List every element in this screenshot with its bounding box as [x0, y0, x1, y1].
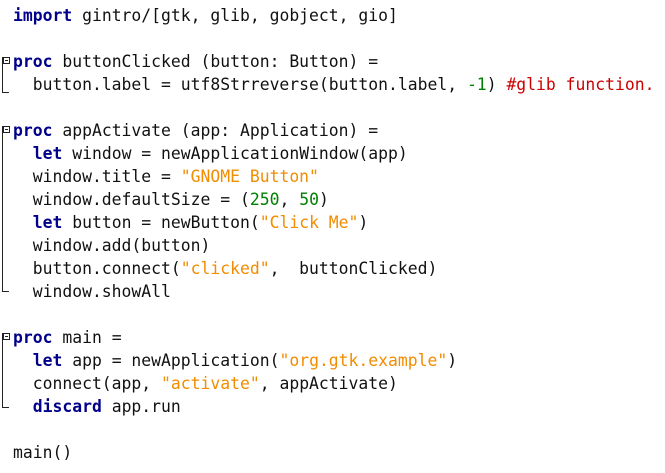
code-line[interactable]: proc main = [13, 326, 665, 349]
fold-toggle-icon[interactable] [3, 333, 10, 340]
keyword-token: let [32, 144, 63, 163]
code-token: , [279, 190, 300, 209]
string-token: "GNOME Button" [180, 167, 319, 186]
code-token: buttonClicked (button: Button) = [52, 52, 379, 71]
code-token [13, 144, 33, 163]
code-token: ) [486, 75, 507, 94]
fold-marker-buttonClicked[interactable] [2, 57, 10, 93]
code-token: window.showAll [13, 282, 171, 301]
fold-marker-appActivate[interactable] [2, 126, 10, 292]
keyword-token: proc [13, 121, 53, 140]
code-token: button = newButton( [62, 213, 260, 232]
code-line[interactable]: window.add(button) [13, 234, 665, 257]
code-token: ) [447, 351, 458, 370]
code-token: gintro/[gtk, glib, gobject, gio] [72, 6, 398, 25]
string-token: "org.gtk.example" [279, 351, 448, 370]
code-token: window.title = [13, 167, 181, 186]
code-line[interactable]: main() [13, 441, 665, 464]
code-token: window.defaultSize = ( [13, 190, 250, 209]
keyword-token: proc [13, 52, 53, 71]
code-area[interactable]: import gintro/[gtk, glib, gobject, gio] p… [13, 4, 665, 464]
code-token: window.add(button) [13, 236, 211, 255]
code-line[interactable]: let app = newApplication("org.gtk.exampl… [13, 349, 665, 372]
code-line[interactable]: discard app.run [13, 395, 665, 418]
code-line[interactable]: connect(app, "activate", appActivate) [13, 372, 665, 395]
code-line[interactable]: window.showAll [13, 280, 665, 303]
code-token [13, 213, 33, 232]
code-token: , buttonClicked) [269, 259, 438, 278]
string-token: "Click Me" [259, 213, 359, 232]
code-token: main() [13, 443, 73, 462]
code-line[interactable]: import gintro/[gtk, glib, gobject, gio] [13, 4, 665, 27]
keyword-token: import [13, 6, 73, 25]
comment-token: #glib function. [506, 75, 655, 94]
code-line[interactable]: let button = newButton("Click Me") [13, 211, 665, 234]
code-line[interactable] [13, 96, 665, 119]
fold-gutter [0, 0, 12, 473]
code-line[interactable]: button.connect("clicked", buttonClicked) [13, 257, 665, 280]
code-token: main = [52, 328, 122, 347]
fold-marker-main[interactable] [2, 333, 10, 408]
code-line[interactable]: let window = newApplicationWindow(app) [13, 142, 665, 165]
code-line[interactable]: window.title = "GNOME Button" [13, 165, 665, 188]
code-token: button.label = utf8Strreverse(button.lab… [13, 75, 467, 94]
code-token: window = newApplicationWindow(app) [62, 144, 408, 163]
string-token: "activate" [161, 374, 260, 393]
keyword-token: discard [32, 397, 102, 416]
keyword-token: proc [13, 328, 53, 347]
code-token: app = newApplication( [62, 351, 280, 370]
code-line[interactable]: proc appActivate (app: Application) = [13, 119, 665, 142]
code-token: ) [358, 213, 369, 232]
number-token: 50 [299, 190, 319, 209]
code-line[interactable] [13, 418, 665, 441]
code-token: ) [318, 190, 329, 209]
code-token: connect(app, [13, 374, 162, 393]
keyword-token: let [32, 213, 63, 232]
code-token: app.run [101, 397, 181, 416]
code-line[interactable]: button.label = utf8Strreverse(button.lab… [13, 73, 665, 96]
code-token [13, 397, 33, 416]
code-line[interactable] [13, 303, 665, 326]
fold-toggle-icon[interactable] [3, 126, 10, 133]
code-line[interactable]: window.defaultSize = (250, 50) [13, 188, 665, 211]
number-token: 250 [249, 190, 280, 209]
number-token: -1 [466, 75, 487, 94]
string-token: "clicked" [180, 259, 270, 278]
keyword-token: let [32, 351, 63, 370]
fold-toggle-icon[interactable] [3, 57, 10, 64]
code-line[interactable] [13, 27, 665, 50]
code-token: , appActivate) [259, 374, 398, 393]
code-token: button.connect( [13, 259, 181, 278]
code-line[interactable]: proc buttonClicked (button: Button) = [13, 50, 665, 73]
code-token: appActivate (app: Application) = [52, 121, 379, 140]
code-token [13, 351, 33, 370]
